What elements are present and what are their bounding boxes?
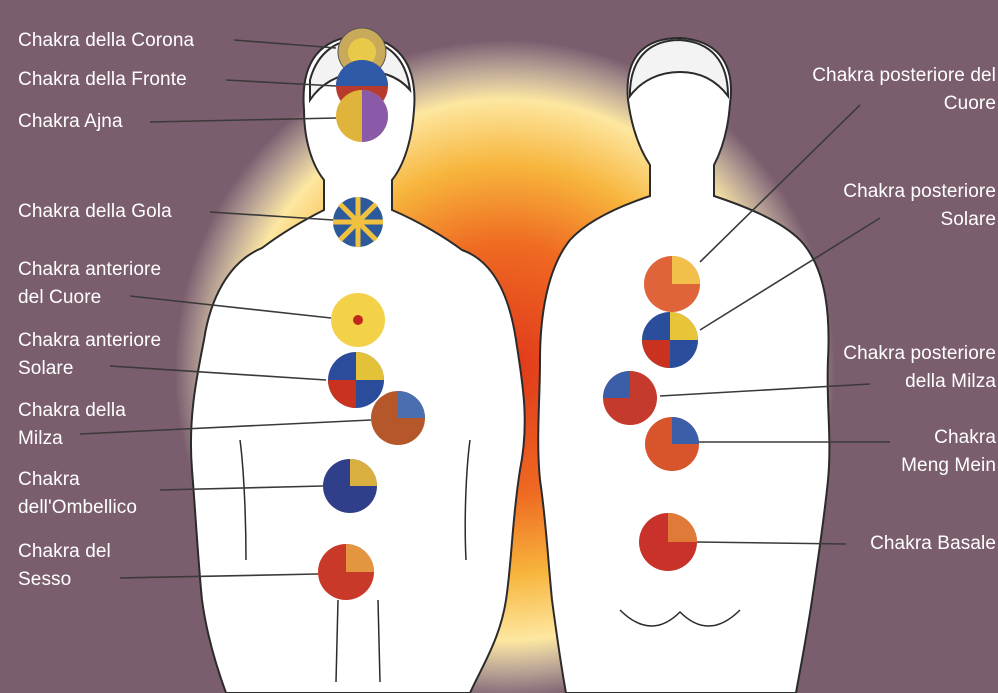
label-fronte: Chakra della Fronte: [18, 66, 187, 94]
label-gola: Chakra della Gola: [18, 198, 172, 226]
label-ajna: Chakra Ajna: [18, 108, 123, 136]
label-basale: Chakra Basale: [870, 530, 996, 558]
label-corona: Chakra della Corona: [18, 27, 194, 55]
